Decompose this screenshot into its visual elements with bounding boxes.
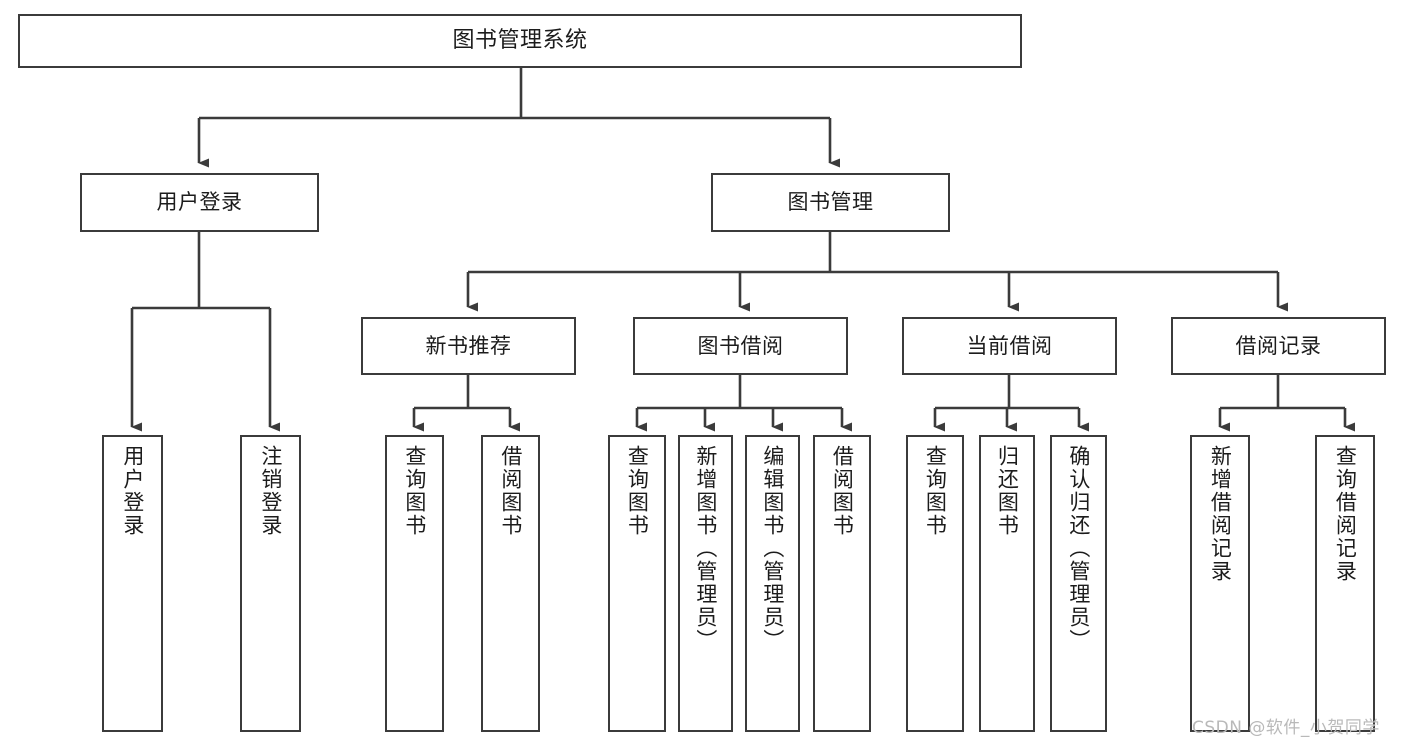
node-new-book-recommendation[interactable]: 新书推荐 [361,317,576,375]
node-root-book-management-system[interactable]: 图书管理系统 [18,14,1022,68]
node-book-management[interactable]: 图书管理 [711,173,950,232]
node-label: 查询图书 [402,445,427,537]
node-label: 新书推荐 [425,333,512,358]
node-leaf-logout[interactable]: 注销登录 [240,435,301,732]
node-leaf-user-login[interactable]: 用户登录 [102,435,163,732]
node-leaf-query-books-current[interactable]: 查询图书 [906,435,964,732]
node-label: 借阅记录 [1235,333,1322,358]
node-label: 编辑图书（管理员） [760,445,785,652]
node-label: 新增借阅记录 [1208,445,1233,583]
node-label: 图书管理系统 [452,28,588,54]
node-label: 图书借阅 [697,333,784,358]
node-user-login[interactable]: 用户登录 [80,173,319,232]
watermark: CSDN @软件_小贺同学 [1192,718,1380,738]
node-leaf-query-books-recommend[interactable]: 查询图书 [385,435,444,732]
node-leaf-add-book-admin[interactable]: 新增图书（管理员） [678,435,733,732]
node-leaf-borrow-books-borrow[interactable]: 借阅图书 [813,435,871,732]
node-leaf-return-books[interactable]: 归还图书 [979,435,1035,732]
node-label: 借阅图书 [830,445,855,537]
node-label: 查询借阅记录 [1333,445,1358,583]
node-label: 查询图书 [923,445,948,537]
node-current-borrowing[interactable]: 当前借阅 [902,317,1117,375]
node-borrow-records[interactable]: 借阅记录 [1171,317,1386,375]
node-label: 新增图书（管理员） [693,445,718,652]
node-label: 用户登录 [156,190,243,215]
node-label: 确认归还（管理员） [1066,445,1091,652]
node-leaf-query-books-borrow[interactable]: 查询图书 [608,435,666,732]
node-label: 归还图书 [995,445,1020,537]
node-leaf-confirm-return-admin[interactable]: 确认归还（管理员） [1050,435,1107,732]
node-label: 查询图书 [625,445,650,537]
node-label: 当前借阅 [966,333,1053,358]
node-leaf-borrow-books-recommend[interactable]: 借阅图书 [481,435,540,732]
node-label: 用户登录 [120,445,145,537]
node-book-borrowing[interactable]: 图书借阅 [633,317,848,375]
node-label: 图书管理 [787,190,874,215]
node-leaf-edit-book-admin[interactable]: 编辑图书（管理员） [745,435,800,732]
node-leaf-query-borrow-record[interactable]: 查询借阅记录 [1315,435,1375,732]
node-leaf-add-borrow-record[interactable]: 新增借阅记录 [1190,435,1250,732]
node-label: 借阅图书 [498,445,523,537]
node-label: 注销登录 [258,445,283,537]
